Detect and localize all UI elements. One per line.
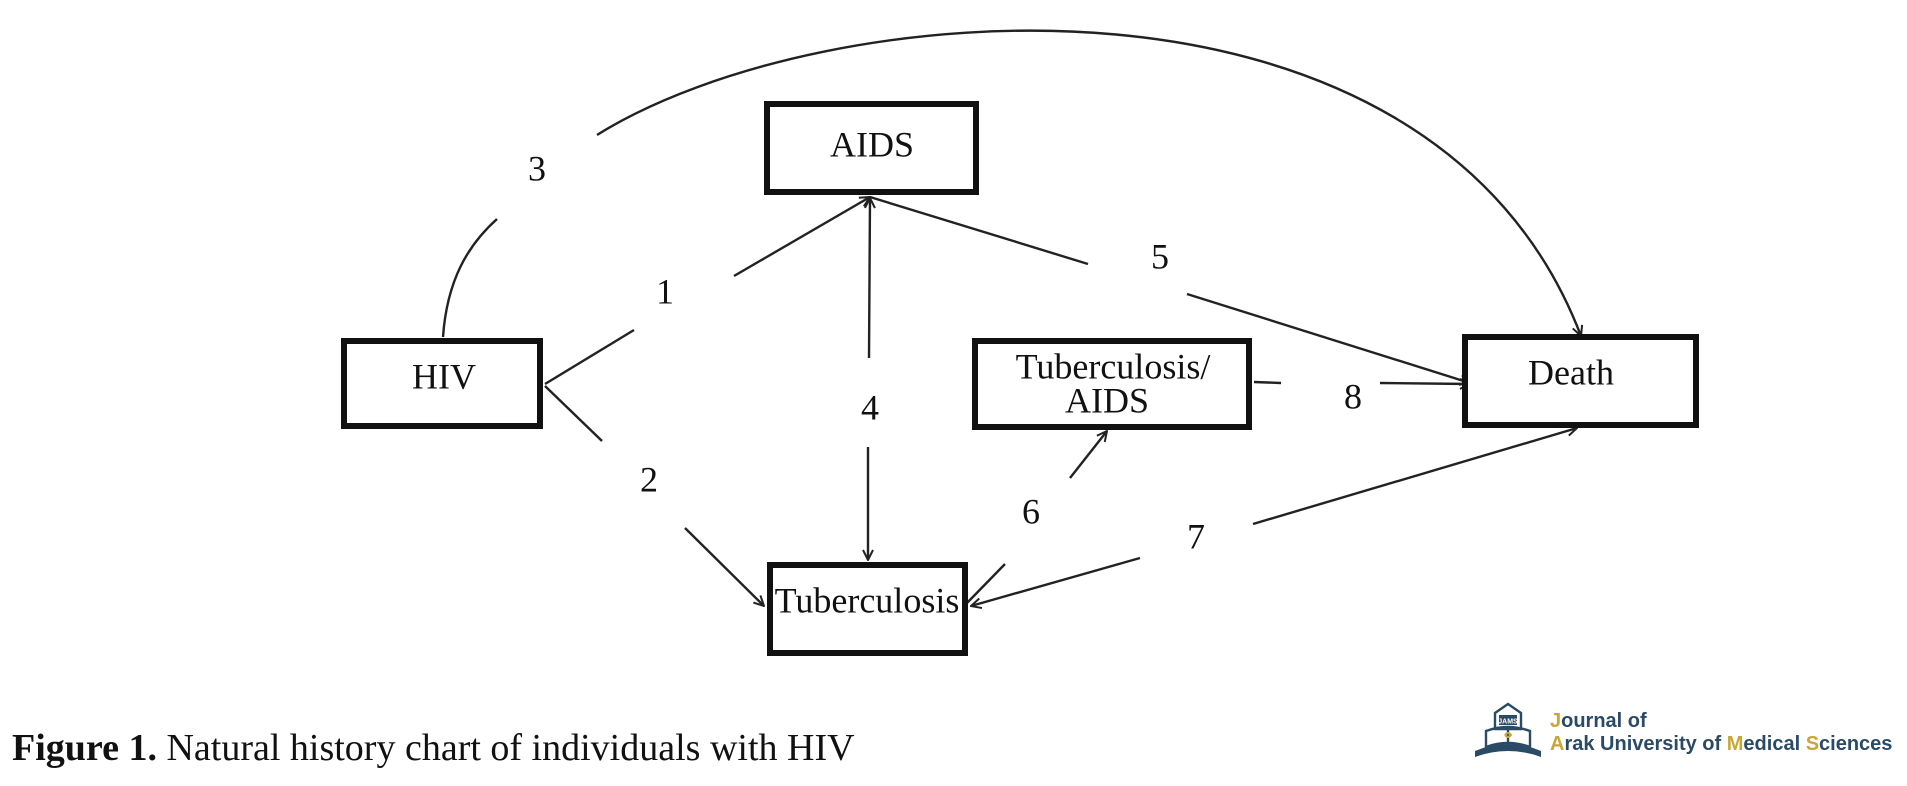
edge-aids-tuberculosis: 4: [861, 198, 879, 560]
edge-label-5: 5: [1151, 236, 1169, 276]
node-tuberculosis: Tuberculosis: [767, 562, 968, 656]
node-aids-label: AIDS: [830, 124, 914, 164]
journal-emblem-icon: JAMS: [1475, 702, 1541, 757]
edge-hiv-to-tuberculosis: 2: [544, 385, 764, 606]
journal-name-segment: A: [1550, 733, 1565, 755]
node-tuberculosis-label: Tuberculosis: [775, 580, 960, 620]
figure-label: Figure 1.: [12, 727, 157, 769]
journal-name-segment: S: [1805, 733, 1820, 755]
journal-emblem-text: JAMS: [1498, 719, 1518, 726]
edge-label-6: 6: [1022, 491, 1040, 531]
figure-caption: Figure 1. Natural history chart of indiv…: [12, 726, 855, 770]
journal-name-initial: J: [1550, 710, 1562, 732]
journal-name-line2: Arak University of Medical Sciences: [1550, 733, 1892, 756]
node-tb-aids-label-line1: Tuberculosis/: [1016, 346, 1211, 386]
node-tb-aids: Tuberculosis/ AIDS: [972, 338, 1252, 430]
edge-label-7: 7: [1187, 516, 1205, 556]
edge-label-3: 3: [528, 148, 546, 188]
edge-label-8: 8: [1344, 376, 1362, 416]
edge-label-4: 4: [861, 387, 879, 427]
edge-hiv-to-aids: 1: [544, 197, 870, 386]
journal-name-segment: edical: [1743, 733, 1806, 755]
journal-name-segment: M: [1726, 733, 1744, 755]
edge-hiv-to-death: 3: [441, 29, 1581, 337]
journal-name-segment: rak University of: [1564, 733, 1727, 755]
edge-tuberculosis-to-tb-aids: 6: [965, 431, 1107, 605]
node-death: Death: [1462, 334, 1699, 428]
journal-name-line1-rest: ournal of: [1561, 710, 1647, 732]
edge-label-2: 2: [640, 459, 658, 499]
journal-logo: JAMS Journal of Arak University of Medic…: [1472, 700, 1902, 766]
journal-name-segment: ciences: [1819, 733, 1893, 755]
figure-caption-text: Natural history chart of individuals wit…: [156, 727, 855, 769]
journal-name-line1: Journal of: [1550, 710, 1892, 733]
node-hiv-label: HIV: [412, 356, 476, 396]
edge-aids-to-death: 5: [869, 195, 1470, 383]
node-tb-aids-label-line2: AIDS: [1065, 380, 1149, 420]
edge-tuberculosis-death: 7: [971, 428, 1577, 606]
node-hiv: HIV: [341, 338, 543, 429]
edge-label-1: 1: [656, 271, 674, 311]
journal-name: Journal of Arak University of Medical Sc…: [1550, 710, 1892, 756]
node-aids: AIDS: [764, 101, 979, 195]
edge-tb-aids-to-death: 8: [1253, 376, 1470, 416]
node-death-label: Death: [1528, 352, 1614, 392]
